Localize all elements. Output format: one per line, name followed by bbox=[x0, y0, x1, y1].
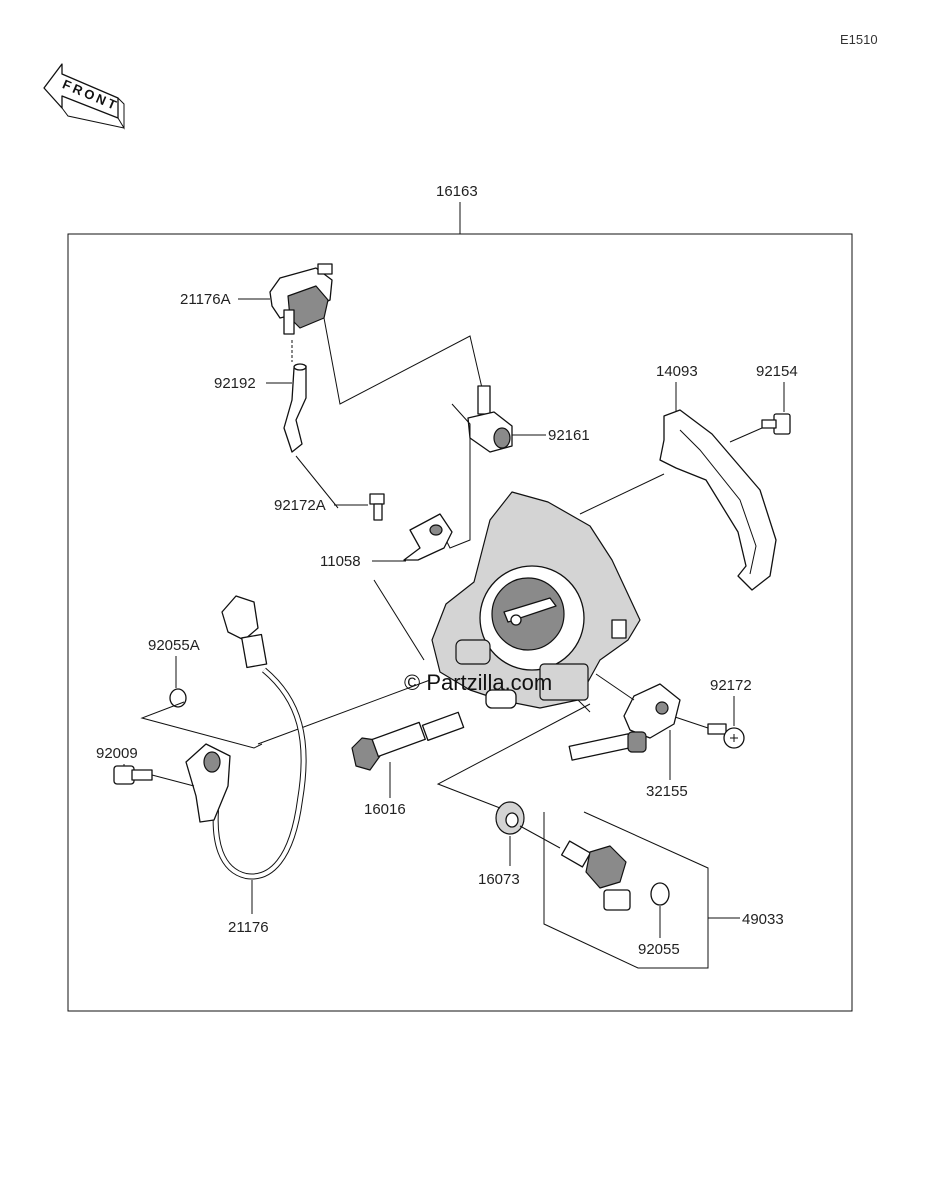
label-92172: 92172 bbox=[710, 677, 752, 694]
part-92161-fitting bbox=[467, 385, 513, 453]
label-16016: 16016 bbox=[364, 801, 406, 818]
label-11058: 11058 bbox=[320, 553, 361, 570]
part-21176A-sensor bbox=[269, 263, 333, 335]
label-21176: 21176 bbox=[228, 919, 269, 936]
label-32155: 32155 bbox=[646, 783, 688, 800]
part-92172A-screw bbox=[369, 493, 385, 521]
label-92161: 92161 bbox=[548, 427, 590, 444]
part-throttle-body bbox=[431, 491, 641, 709]
part-92192-hose bbox=[283, 363, 307, 453]
label-92055: 92055 bbox=[638, 941, 680, 958]
front-arrow-icon: FRONT bbox=[43, 63, 125, 130]
label-16163: 16163 bbox=[436, 183, 478, 200]
diagram-code: E1510 bbox=[840, 32, 878, 47]
label-92009: 92009 bbox=[96, 745, 138, 762]
label-21176A: 21176A bbox=[180, 291, 231, 308]
part-14093-cover bbox=[659, 409, 777, 591]
label-92055A: 92055A bbox=[148, 637, 200, 654]
watermark: © Partzilla.com bbox=[404, 670, 552, 695]
part-92172-screw bbox=[707, 723, 745, 749]
label-49033: 49033 bbox=[742, 911, 784, 928]
part-21176-harness bbox=[185, 595, 307, 880]
label-92172A: 92172A bbox=[274, 497, 326, 514]
part-16073-nut bbox=[495, 801, 525, 835]
assembly-frame bbox=[67, 233, 853, 1012]
label-16073: 16073 bbox=[478, 871, 520, 888]
part-92154-bolt bbox=[761, 413, 791, 435]
label-92192: 92192 bbox=[214, 375, 256, 392]
label-14093: 14093 bbox=[656, 363, 698, 380]
part-92009-screw bbox=[113, 765, 153, 785]
part-49033-sensor bbox=[560, 840, 670, 911]
part-16016-valve bbox=[351, 711, 465, 771]
label-92154: 92154 bbox=[756, 363, 798, 380]
part-32155-lever bbox=[568, 683, 681, 761]
part-11058-bracket bbox=[403, 513, 453, 561]
